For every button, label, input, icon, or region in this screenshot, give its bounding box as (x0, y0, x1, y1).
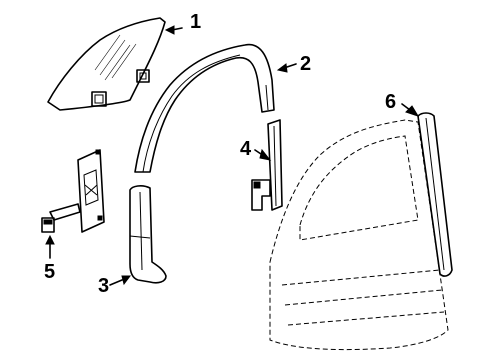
callout-4: 4 (240, 138, 252, 160)
callout-5: 5 (44, 261, 55, 283)
door-shell (269, 119, 449, 351)
front-channel-part-4 (251, 119, 283, 211)
callout-6: 6 (385, 91, 396, 113)
callout-1: 1 (190, 11, 201, 33)
callout-3: 3 (98, 275, 109, 297)
door-frame-strip-part-2 (134, 43, 275, 173)
door-glass-part-1 (47, 17, 166, 111)
arrows (45, 25, 420, 286)
pillar-seal-part-3 (129, 185, 167, 284)
window-regulator-part-5 (41, 149, 105, 233)
callout-2: 2 (300, 53, 311, 75)
rear-run-channel-part-6 (417, 112, 453, 277)
